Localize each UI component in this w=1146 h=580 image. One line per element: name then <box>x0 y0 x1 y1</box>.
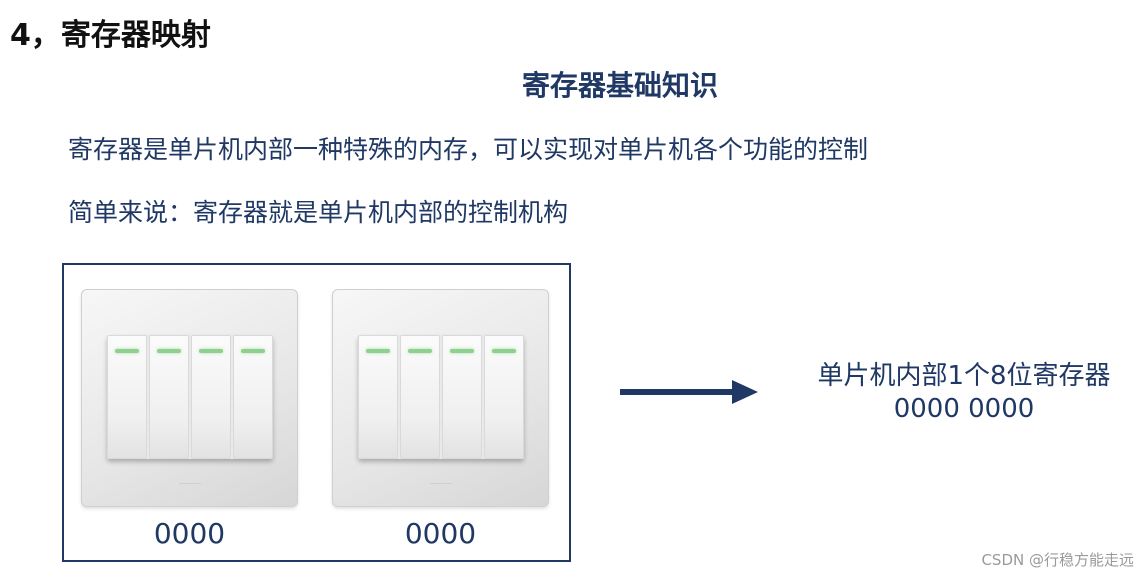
switch-left-value: 0000 <box>153 517 226 550</box>
wall-switch-right <box>332 289 549 507</box>
register-label: 单片机内部1个8位寄存器 <box>817 361 1111 391</box>
led-indicator-icon <box>492 349 516 353</box>
rocker-panel <box>107 335 273 459</box>
register-bits: 0000 0000 <box>893 394 1035 424</box>
rocker-key <box>400 335 440 459</box>
led-indicator-icon <box>199 349 223 353</box>
rocker-key <box>484 335 524 459</box>
switch-right-value: 0000 <box>404 517 477 550</box>
right-arrow-icon <box>620 380 758 404</box>
wall-switch-left <box>81 289 298 507</box>
led-indicator-icon <box>157 349 181 353</box>
rocker-key <box>107 335 147 459</box>
section-heading: 4，寄存器映射 <box>10 18 211 53</box>
brand-logo-icon <box>429 477 452 484</box>
led-indicator-icon <box>115 349 139 353</box>
switch-illustration-frame: 0000 0000 <box>62 263 571 562</box>
led-indicator-icon <box>408 349 432 353</box>
led-indicator-icon <box>450 349 474 353</box>
led-indicator-icon <box>241 349 265 353</box>
csdn-watermark: CSDN @行稳方能走远 <box>981 551 1134 569</box>
register-description: 单片机内部1个8位寄存器 0000 0000 <box>784 360 1144 426</box>
led-indicator-icon <box>366 349 390 353</box>
slide-subheading: 寄存器基础知识 <box>522 69 719 102</box>
rocker-key <box>442 335 482 459</box>
brand-logo-icon <box>178 477 201 484</box>
rocker-panel <box>358 335 524 459</box>
summary-paragraph: 简单来说：寄存器就是单片机内部的控制机构 <box>68 198 569 227</box>
definition-paragraph: 寄存器是单片机内部一种特殊的内存，可以实现对单片机各个功能的控制 <box>68 135 869 164</box>
rocker-key <box>358 335 398 459</box>
rocker-key <box>191 335 231 459</box>
rocker-key <box>149 335 189 459</box>
rocker-key <box>233 335 273 459</box>
